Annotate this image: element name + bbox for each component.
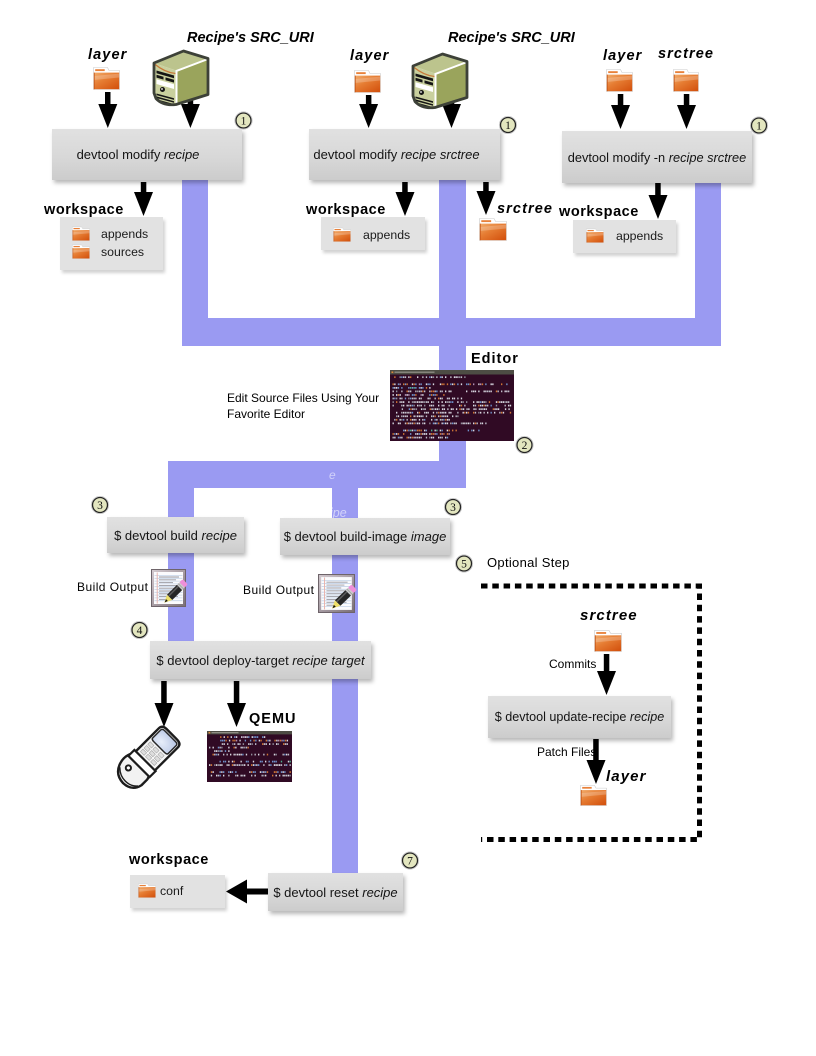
svg-text:ipe: ipe bbox=[330, 506, 347, 520]
svg-text:3: 3 bbox=[450, 502, 456, 514]
svg-text:1: 1 bbox=[505, 120, 511, 132]
svg-text:5: 5 bbox=[461, 559, 467, 571]
svg-text:7: 7 bbox=[407, 856, 413, 868]
svg-text:1: 1 bbox=[756, 121, 762, 133]
svg-text:e: e bbox=[329, 468, 336, 482]
svg-text:3: 3 bbox=[97, 500, 103, 512]
svg-text:2: 2 bbox=[522, 440, 528, 452]
svg-text:4: 4 bbox=[137, 625, 143, 637]
svg-text:1: 1 bbox=[241, 116, 247, 128]
